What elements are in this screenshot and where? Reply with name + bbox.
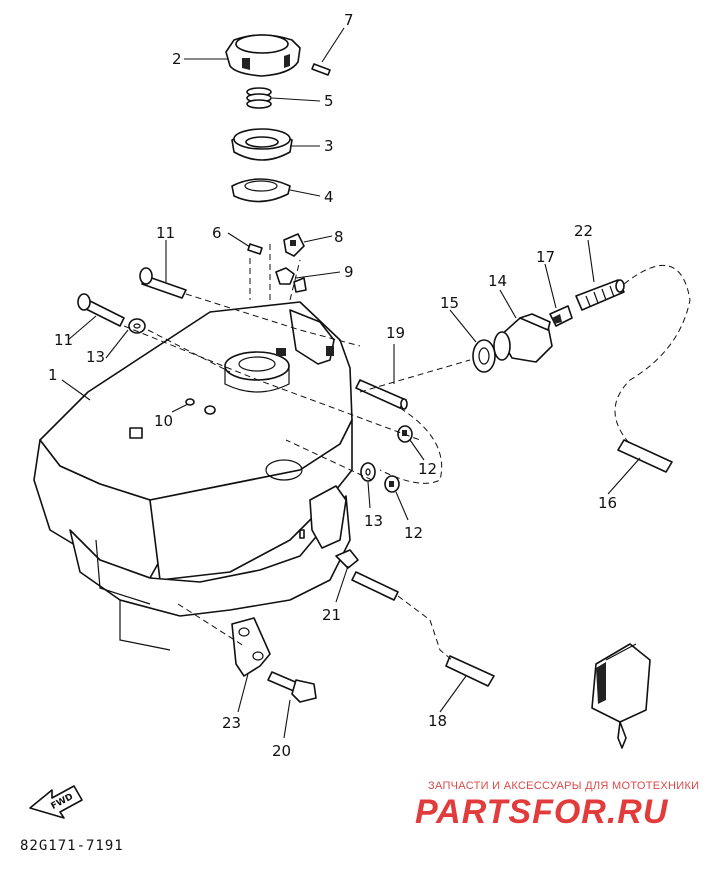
hose-16 bbox=[617, 439, 673, 473]
fuel-cap bbox=[225, 34, 301, 77]
callout-18: 18 bbox=[428, 712, 447, 730]
callout-13-left: 13 bbox=[86, 348, 105, 366]
hose-21 bbox=[351, 571, 399, 601]
fwd-arrow-icon: FWD bbox=[29, 785, 83, 819]
callout-5: 5 bbox=[324, 92, 334, 110]
callout-2: 2 bbox=[172, 50, 182, 68]
filter-screen bbox=[575, 279, 625, 311]
clamp bbox=[283, 233, 305, 257]
fuel-cock bbox=[493, 313, 553, 363]
callout-15: 15 bbox=[440, 294, 459, 312]
catalog-code: 82G171-7191 bbox=[20, 838, 124, 854]
pin bbox=[311, 63, 331, 76]
callout-6: 6 bbox=[212, 224, 222, 242]
callout-13-right: 13 bbox=[364, 512, 383, 530]
hose-18 bbox=[445, 655, 495, 687]
callout-9: 9 bbox=[344, 263, 354, 281]
bolt-upper bbox=[139, 267, 187, 299]
cap-seat bbox=[231, 128, 293, 161]
o-ring bbox=[472, 339, 496, 373]
hose-19 bbox=[355, 379, 408, 410]
cock-fitting bbox=[549, 305, 573, 327]
callout-12-upper: 12 bbox=[418, 460, 437, 478]
callout-8: 8 bbox=[334, 228, 344, 246]
callout-23: 23 bbox=[222, 714, 241, 732]
callout-19: 19 bbox=[386, 324, 405, 342]
callout-4: 4 bbox=[324, 188, 334, 206]
callout-12-lower: 12 bbox=[404, 524, 423, 542]
grommet-pair bbox=[185, 398, 216, 415]
leader-lines bbox=[61, 27, 641, 739]
nut bbox=[275, 267, 307, 293]
callout-22: 22 bbox=[574, 222, 593, 240]
watermark-tagline: ЗАПЧАСТИ И АКСЕССУАРЫ ДЛЯ МОТОТЕХНИКИ bbox=[428, 780, 700, 792]
callout-labels: 2 7 5 3 4 6 8 9 11 11 13 1 10 19 15 14 1… bbox=[48, 11, 617, 760]
callout-11-lower: 11 bbox=[54, 331, 73, 349]
fuel-filter bbox=[591, 643, 651, 749]
bracket-plate bbox=[231, 617, 271, 677]
watermark-logo: PARTSFOR.RU bbox=[415, 793, 669, 831]
callout-14: 14 bbox=[488, 272, 507, 290]
hose-clip bbox=[335, 549, 359, 569]
screw bbox=[247, 243, 263, 255]
bolt-lower bbox=[77, 293, 125, 327]
callout-3: 3 bbox=[324, 137, 334, 155]
washer-left bbox=[128, 318, 146, 334]
assembly-lines bbox=[123, 240, 691, 661]
washer-right bbox=[360, 462, 376, 482]
callout-16: 16 bbox=[598, 494, 617, 512]
spring bbox=[246, 87, 272, 109]
callout-10: 10 bbox=[154, 412, 173, 430]
callout-7: 7 bbox=[344, 11, 354, 29]
bolt-20 bbox=[267, 671, 317, 703]
clip-lower bbox=[384, 475, 400, 493]
callout-11-upper: 11 bbox=[156, 224, 175, 242]
callout-20: 20 bbox=[272, 742, 291, 760]
cap-gasket bbox=[231, 178, 291, 203]
callout-21: 21 bbox=[322, 606, 341, 624]
callout-17: 17 bbox=[536, 248, 555, 266]
callout-1: 1 bbox=[48, 366, 58, 384]
